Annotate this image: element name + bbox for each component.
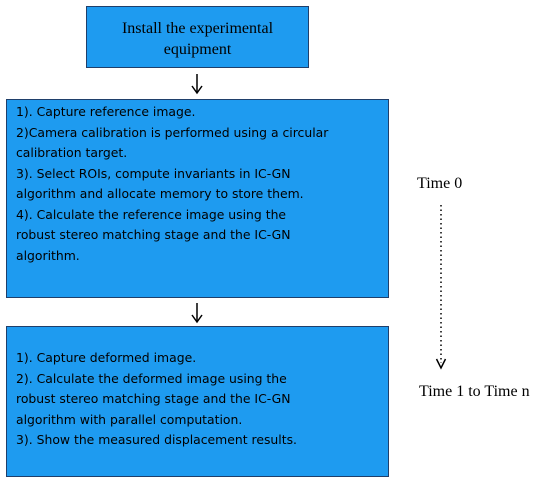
deformed-step-line: algorithm with parallel computation. — [16, 411, 243, 427]
reference-step-line: 3). Select ROIs, compute invariants in I… — [16, 165, 291, 181]
time-start-label: Time 0 — [417, 175, 463, 192]
deformed-image-box: 1). Capture deformed image. 2). Calculat… — [6, 326, 389, 477]
reference-step-line: algorithm. — [16, 247, 80, 263]
install-box-line-1: Install the experimental — [121, 20, 274, 37]
reference-step-line: calibration target. — [16, 145, 128, 160]
arrow-down-icon — [191, 74, 203, 95]
reference-step-line: 2)Camera calibration is performed using … — [16, 124, 329, 140]
install-box-line-2: equipment — [163, 41, 232, 58]
deformed-step-line: 2). Calculate the deformed image using t… — [16, 370, 287, 386]
deformed-step-line: 1). Capture deformed image. — [16, 350, 197, 365]
dotted-arrow-down-icon — [435, 205, 447, 370]
reference-step-line: algorithm and allocate memory to store t… — [16, 186, 304, 201]
deformed-step-line: 3). Show the measured displacement resul… — [16, 432, 297, 447]
reference-image-box: 1). Capture reference image. 2)Camera ca… — [6, 99, 389, 298]
reference-step-line: robust stereo matching stage and the IC-… — [16, 227, 291, 242]
deformed-step-line: robust stereo matching stage and the IC-… — [16, 391, 291, 406]
arrow-down-icon — [191, 303, 203, 324]
time-end-label: Time 1 to Time n — [419, 383, 530, 400]
reference-step-line: 4). Calculate the reference image using … — [16, 206, 287, 222]
install-equipment-box: Install the experimental equipment — [86, 6, 309, 68]
reference-step-line: 1). Capture reference image. — [16, 104, 196, 119]
